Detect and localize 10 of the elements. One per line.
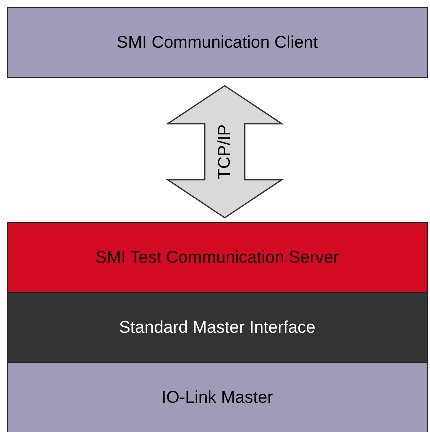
layer-box: [7, 7, 428, 78]
layer-label: IO-Link Master: [162, 388, 274, 408]
edge-label: TCP/IP: [215, 124, 235, 180]
layer-label: Standard Master Interface: [119, 318, 316, 338]
layer-label: SMI Test Communication Server: [96, 248, 340, 268]
layer-label: SMI Communication Client: [116, 32, 318, 52]
layer-box: [7, 222, 428, 293]
layer-box: [7, 362, 428, 432]
layer-box: [7, 292, 428, 363]
double-arrow: [166, 85, 284, 219]
